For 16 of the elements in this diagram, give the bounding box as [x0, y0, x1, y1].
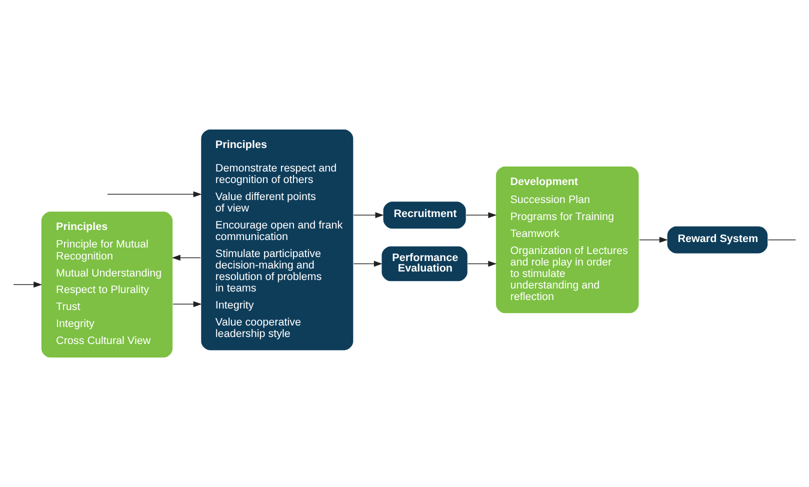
arrow	[467, 260, 497, 267]
node-box: Principles Principle for Mutual Recognition Mutual Understanding Respect to Plurality Trust Integrity Cross Cultural View	[40, 210, 174, 358]
arrow	[353, 212, 384, 218]
node-box: Reward System	[666, 226, 768, 254]
arrow	[172, 301, 202, 308]
node-box: Recruitment	[382, 200, 467, 230]
node-box: Principles Demonstrate respect and recognition of others Value different points of view Encourage open and frank communication Stimulate participative decision-making and resolution of problems in teams Integrity Value cooperative leadership style	[200, 128, 354, 351]
arrow	[107, 191, 202, 198]
arrow	[172, 254, 201, 261]
node-box: Performance Evaluation	[380, 246, 468, 282]
arrow	[353, 260, 382, 267]
arrow	[466, 212, 497, 218]
arrow	[13, 282, 42, 288]
arrow	[638, 236, 668, 243]
node-box: Development Succession Plan Programs for Training Teamwork Organization of Lectures and role play in order to stimulate understanding and reflection	[495, 166, 640, 314]
connector	[768, 239, 796, 240]
